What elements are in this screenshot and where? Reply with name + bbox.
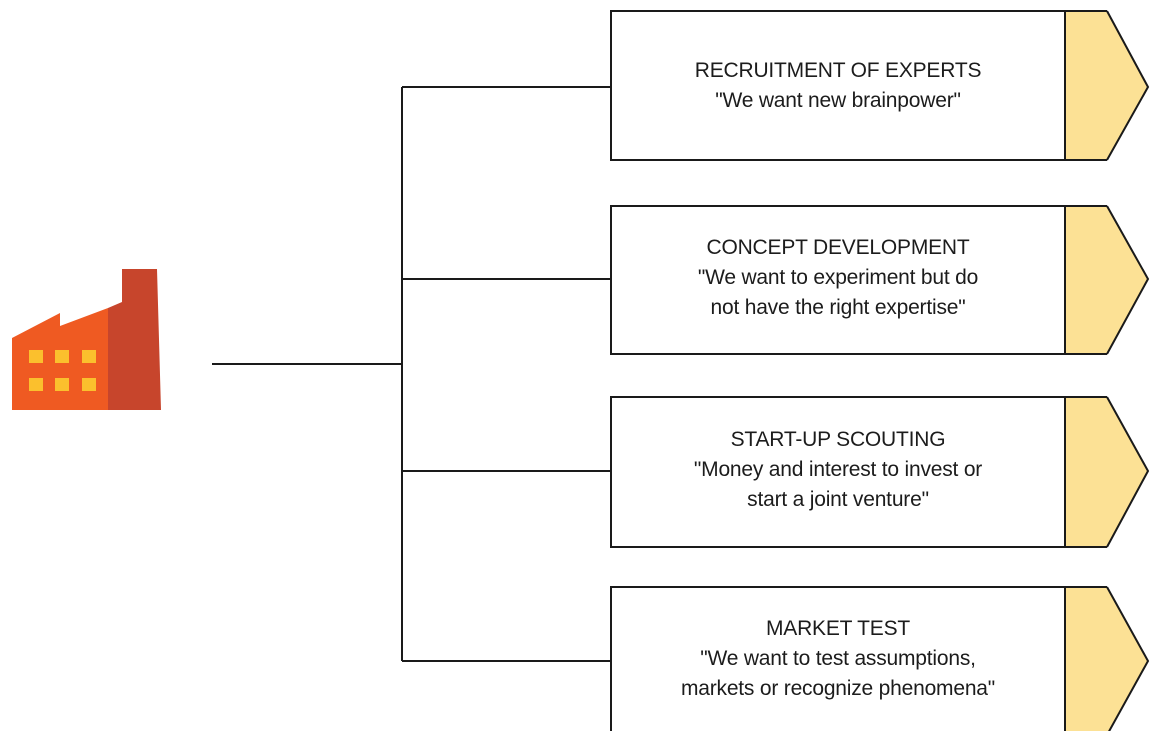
option-box-startup: [610, 396, 1150, 548]
factory-windows: [29, 350, 96, 391]
factory-chimney: [108, 269, 161, 410]
factory-window: [55, 378, 69, 391]
option-quote-line: "Money and interest to invest or: [693, 458, 983, 481]
option-box-outline: [610, 10, 1107, 161]
option-box-outline: [610, 205, 1107, 355]
option-tab-arrow: [1106, 205, 1150, 355]
option-box-market: [610, 586, 1150, 731]
option-tab: [1065, 397, 1148, 547]
option-title: MARKET TEST: [765, 617, 911, 640]
option-tab-arrow: [1106, 10, 1150, 161]
factory-window: [29, 378, 43, 391]
option-tab-arrow: [1106, 396, 1150, 548]
factory-icon: [12, 269, 161, 410]
option-box-recruitment: [610, 10, 1150, 161]
option-title: RECRUITMENT OF EXPERTS: [694, 59, 982, 82]
option-box-outline: [610, 586, 1107, 731]
factory-window: [82, 378, 96, 391]
option-text-recruitment: RECRUITMENT OF EXPERTS "We want new brai…: [613, 56, 1063, 116]
option-tab: [1065, 11, 1148, 160]
option-quote-line: "We want to experiment but do: [697, 266, 979, 289]
option-quote: "We want new brainpower": [715, 89, 961, 112]
connector-lines: [212, 86, 611, 662]
option-quote-line: markets or recognize phenomena": [680, 677, 996, 700]
factory-window: [29, 350, 43, 363]
option-text-startup: START-UP SCOUTING "Money and interest to…: [613, 425, 1063, 515]
option-box-concept: [610, 205, 1150, 355]
option-quote-line: "We want to test assumptions,: [700, 647, 976, 670]
option-tab-arrow: [1106, 586, 1150, 731]
option-text-concept: CONCEPT DEVELOPMENT "We want to experime…: [613, 233, 1063, 323]
option-tab: [1065, 587, 1148, 731]
option-box-outline: [610, 396, 1107, 548]
option-title: CONCEPT DEVELOPMENT: [706, 236, 970, 259]
option-text-market: MARKET TEST "We want to test assumptions…: [613, 614, 1063, 704]
option-title: START-UP SCOUTING: [730, 428, 946, 451]
option-quote-line: start a joint venture": [747, 488, 929, 511]
option-tab: [1065, 206, 1148, 354]
factory-window: [82, 350, 96, 363]
factory-window: [55, 350, 69, 363]
option-quote-line: not have the right expertise": [710, 296, 966, 319]
